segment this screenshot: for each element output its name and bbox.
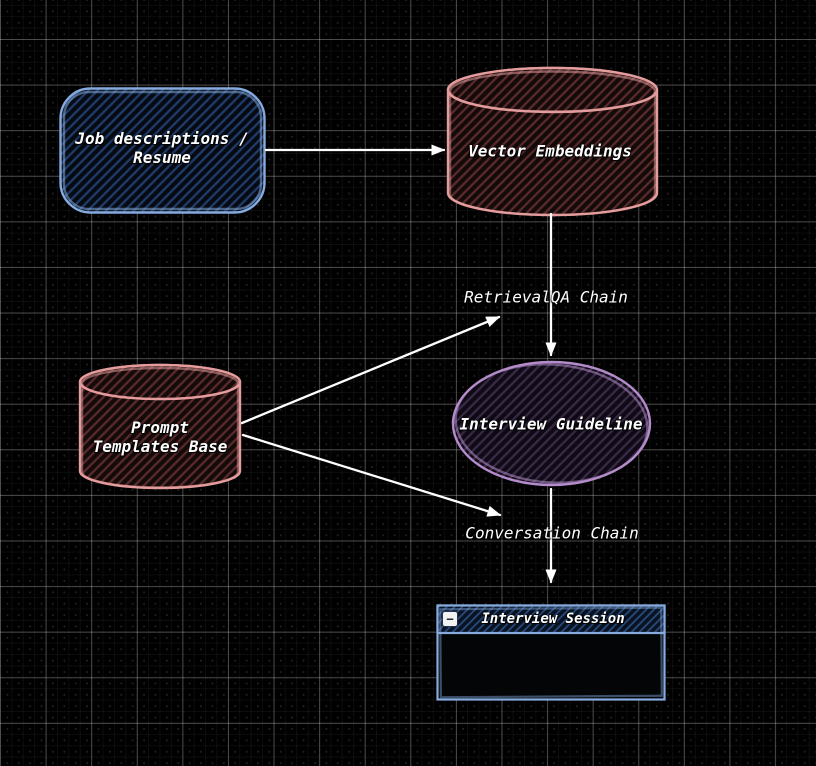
job-descriptions-line1: Job descriptions / (75, 129, 249, 148)
node-label-interview-guideline[interactable]: Interview Guideline (459, 414, 643, 434)
edge-prompt-to-retrievalqa[interactable] (240, 315, 501, 425)
node-job-descriptions-resume[interactable] (59, 87, 266, 214)
job-descriptions-line2: Resume (133, 148, 191, 167)
node-label-prompt-templates[interactable]: Prompt Templates Base (93, 418, 228, 456)
edges-layer (240, 144, 557, 584)
node-label-job-descriptions[interactable]: Job descriptions / Resume (75, 129, 248, 167)
edge-label-conversation-chain[interactable]: Conversation Chain (465, 523, 639, 543)
node-interview-guideline[interactable] (451, 358, 652, 489)
prompt-templates-line2: Templates Base (92, 437, 228, 456)
node-label-vector-embeddings[interactable]: Vector Embeddings (468, 141, 632, 161)
node-prompt-templates-base[interactable] (78, 363, 242, 490)
edge-label-retrievalqa-chain[interactable]: RetrievalQA Chain (464, 287, 628, 307)
node-vector-embeddings[interactable] (446, 66, 659, 217)
edge-prompt-to-conversation[interactable] (241, 433, 502, 517)
prompt-templates-line1: Prompt (131, 418, 189, 437)
node-label-interview-session[interactable]: Interview Session (481, 611, 625, 627)
node-interview-session[interactable] (436, 604, 666, 701)
minimize-icon[interactable]: − (442, 611, 458, 627)
